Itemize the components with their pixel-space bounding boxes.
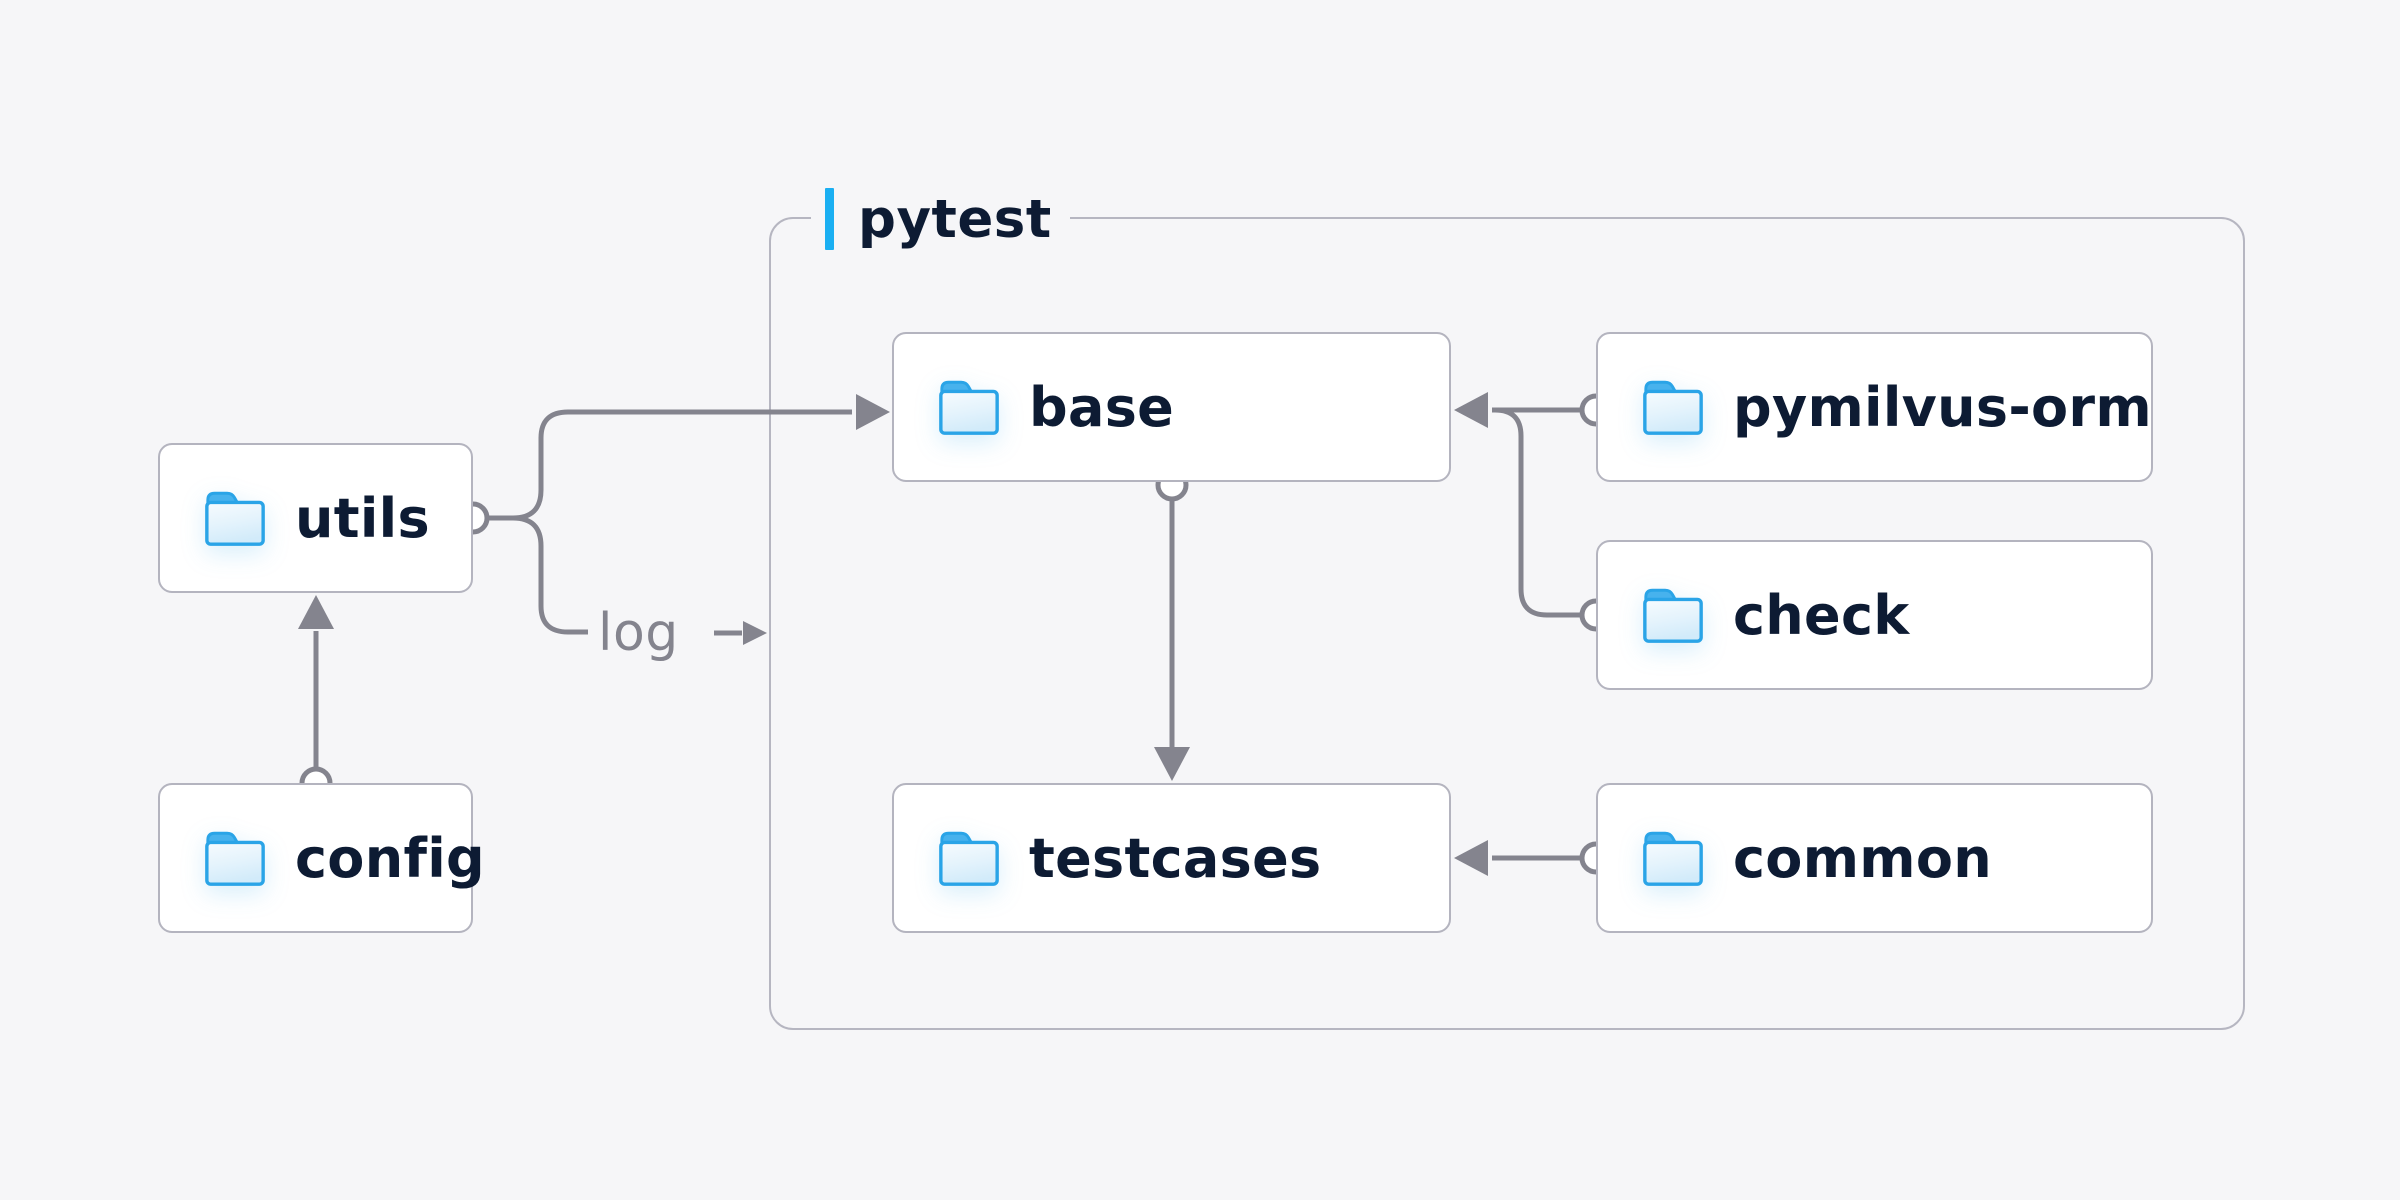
node-base-label: base	[1029, 375, 1175, 439]
node-common-label: common	[1733, 826, 1992, 890]
edge-label-log: log	[598, 603, 679, 663]
pytest-container-label-text: pytest	[858, 188, 1052, 250]
node-testcases: testcases	[892, 783, 1451, 933]
node-testcases-label: testcases	[1029, 826, 1322, 890]
node-utils-label: utils	[295, 486, 430, 550]
folder-icon	[939, 831, 999, 886]
node-check-label: check	[1733, 583, 1910, 647]
node-pymilvus-orm: pymilvus-orm	[1596, 332, 2153, 482]
folder-icon	[1643, 588, 1703, 643]
accent-bar	[825, 188, 834, 250]
node-check: check	[1596, 540, 2153, 690]
folder-icon	[939, 380, 999, 435]
arrowhead-into-utils	[298, 595, 334, 629]
node-base: base	[892, 332, 1451, 482]
node-config-label: config	[295, 826, 486, 890]
edge-utils-log	[487, 515, 588, 635]
node-utils: utils	[158, 443, 473, 593]
node-common: common	[1596, 783, 2153, 933]
node-pymilvus-orm-label: pymilvus-orm	[1733, 375, 2152, 439]
arrowhead-log-into-container	[743, 621, 767, 645]
pytest-container-label: pytest	[811, 186, 1070, 252]
folder-icon	[205, 831, 265, 886]
node-config: config	[158, 783, 485, 933]
folder-icon	[1643, 380, 1703, 435]
folder-icon	[1643, 831, 1703, 886]
pytest-container: pytest	[769, 186, 2245, 1030]
folder-icon	[205, 491, 265, 546]
